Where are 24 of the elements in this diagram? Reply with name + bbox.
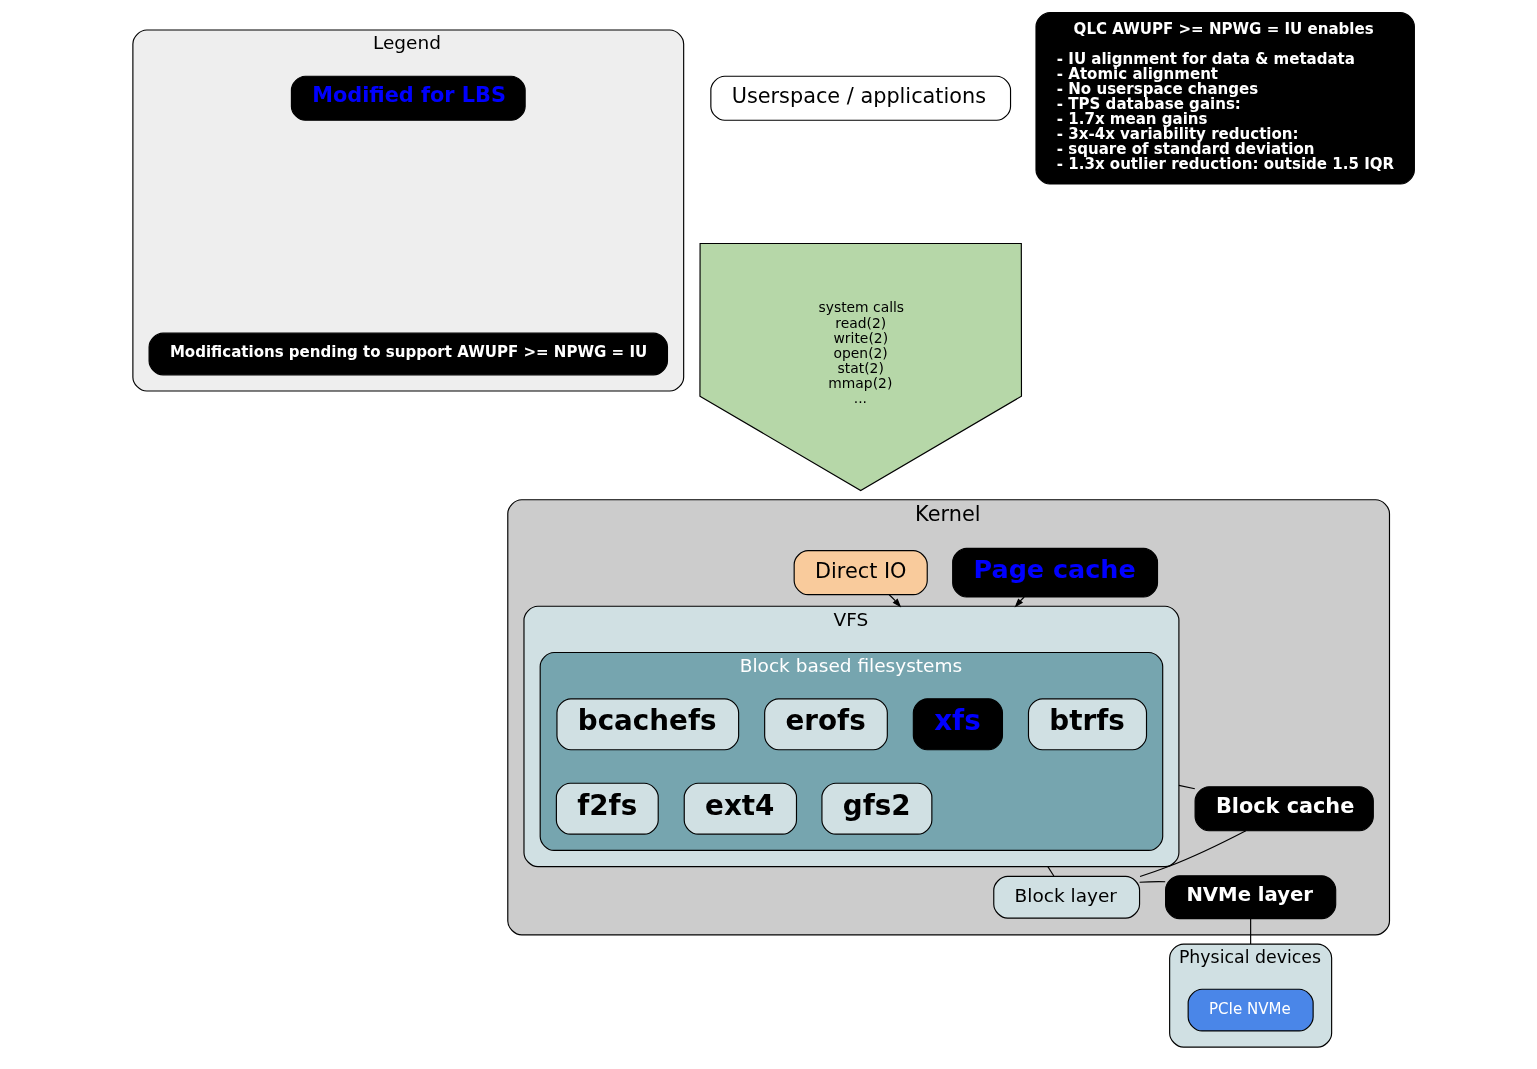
node-box: Modified for LBS	[290, 75, 526, 121]
node-box: erofs	[763, 698, 888, 751]
node-box: ext4	[683, 782, 797, 835]
connector	[1046, 866, 1054, 877]
arrow	[888, 594, 901, 608]
node-box: gfs2	[820, 782, 932, 835]
node-box: NVMe layer	[1164, 875, 1336, 920]
node-box: PCIe NVMe	[1187, 988, 1314, 1032]
node-box: f2fs	[555, 782, 659, 835]
node-box: Page cache	[951, 547, 1158, 598]
connector	[1138, 830, 1246, 878]
connector	[1177, 784, 1195, 790]
connector	[1138, 881, 1166, 883]
connector	[1249, 918, 1251, 945]
node-box: Block cache	[1194, 786, 1374, 832]
node-box: Direct IO	[793, 550, 928, 596]
node-box: bcachefs	[555, 698, 739, 751]
node-box: QLC AWUPF >= NPWG = IU enables - IU alignment for data & metadata - Atomic alignment - No userspace changes - TPS database gains: - 1.7x mean gains - 3x-4x variability reduction: - square of standard deviation - 1.3x outlier reduction: outside 1.5 IQR	[1034, 12, 1415, 185]
arrow	[1014, 596, 1025, 608]
node-box: Modifications pending to support AWUPF >= NPWG = IU	[148, 332, 668, 376]
node-box: Block layer	[992, 875, 1140, 919]
node-box: btrfs	[1027, 698, 1147, 751]
node-box: Userspace / applications	[709, 75, 1011, 121]
node-box: xfs	[912, 698, 1003, 751]
